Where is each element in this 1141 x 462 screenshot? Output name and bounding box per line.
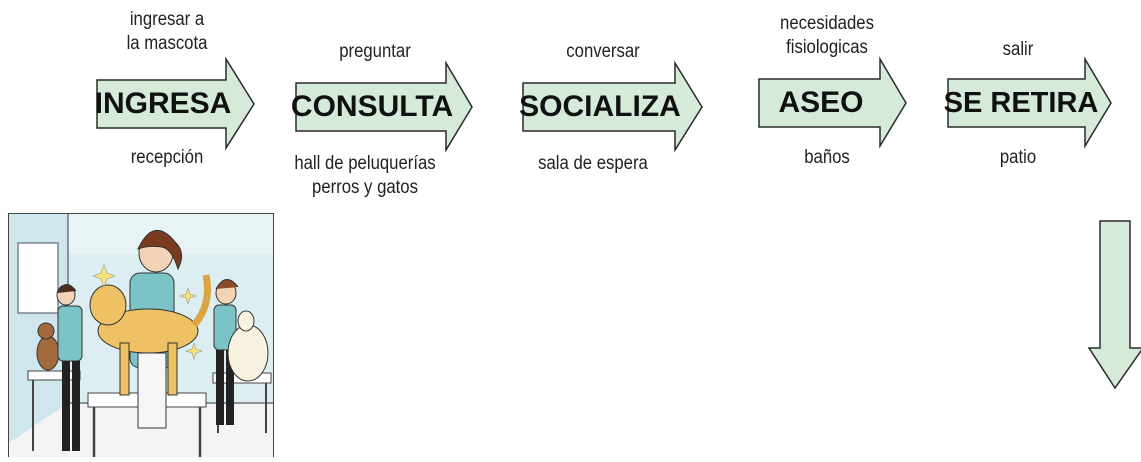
step-1-below-text: recepción bbox=[130, 147, 204, 168]
step-5-below-text: patio bbox=[999, 147, 1037, 168]
step-4-below-text: baños bbox=[804, 147, 850, 168]
step-5-label: SE RETIRA bbox=[943, 86, 1099, 119]
step-3-label: SOCIALIZA bbox=[519, 90, 681, 123]
step-1-label: INGRESA bbox=[94, 87, 232, 120]
step-4-label: ASEO bbox=[778, 86, 864, 119]
step-3-below-text: sala de espera bbox=[538, 153, 648, 174]
step-2-label: CONSULTA bbox=[290, 90, 454, 123]
step-5-above-text: salir bbox=[1002, 39, 1034, 60]
step-3-above-text: conversar bbox=[566, 41, 640, 62]
step-2-above-text: preguntar bbox=[339, 41, 411, 62]
grooming-illustration bbox=[7, 212, 275, 458]
